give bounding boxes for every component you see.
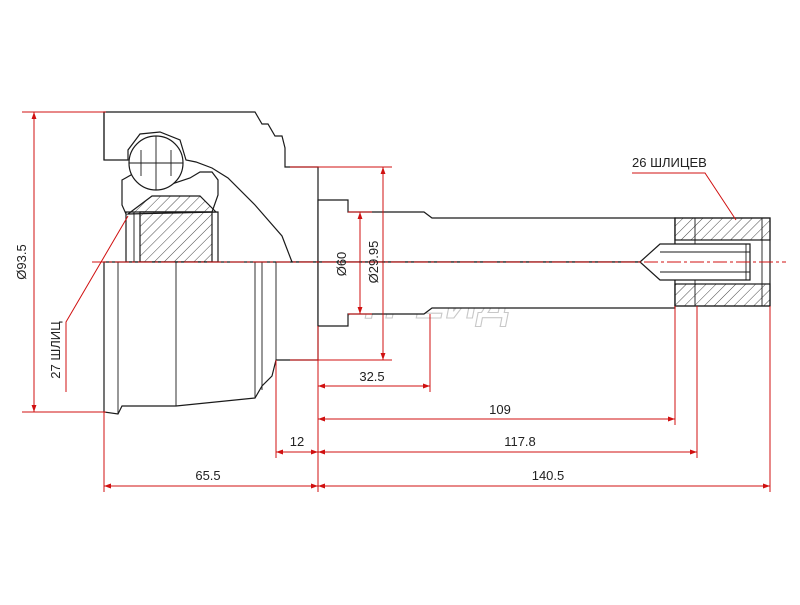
- dimension-texts: Ø93.5 Ø60 Ø29.95 27 ШЛИЦ 26 ШЛИЦЕВ 32.5 …: [14, 155, 707, 483]
- text-shaft-diameter: Ø29.95: [366, 241, 381, 284]
- dimension-lines: [22, 111, 786, 492]
- text-12: 12: [290, 434, 304, 449]
- text-spline-outer: 26 ШЛИЦЕВ: [632, 155, 707, 170]
- text-65-5: 65.5: [195, 468, 220, 483]
- text-117-8: 117.8: [504, 434, 536, 449]
- cv-joint-part: [103, 111, 771, 415]
- text-bell-diameter: Ø60: [334, 252, 349, 277]
- housing-section: [103, 111, 319, 263]
- text-109: 109: [489, 402, 511, 417]
- leader-spline-outer: [632, 172, 737, 221]
- housing-lower: [103, 261, 319, 415]
- text-140-5: 140.5: [532, 468, 565, 483]
- leader-spline-inner: [65, 215, 129, 392]
- text-32-5: 32.5: [359, 369, 384, 384]
- text-spline-inner: 27 ШЛИЦ: [48, 321, 63, 379]
- text-outer-diameter: Ø93.5: [14, 244, 29, 279]
